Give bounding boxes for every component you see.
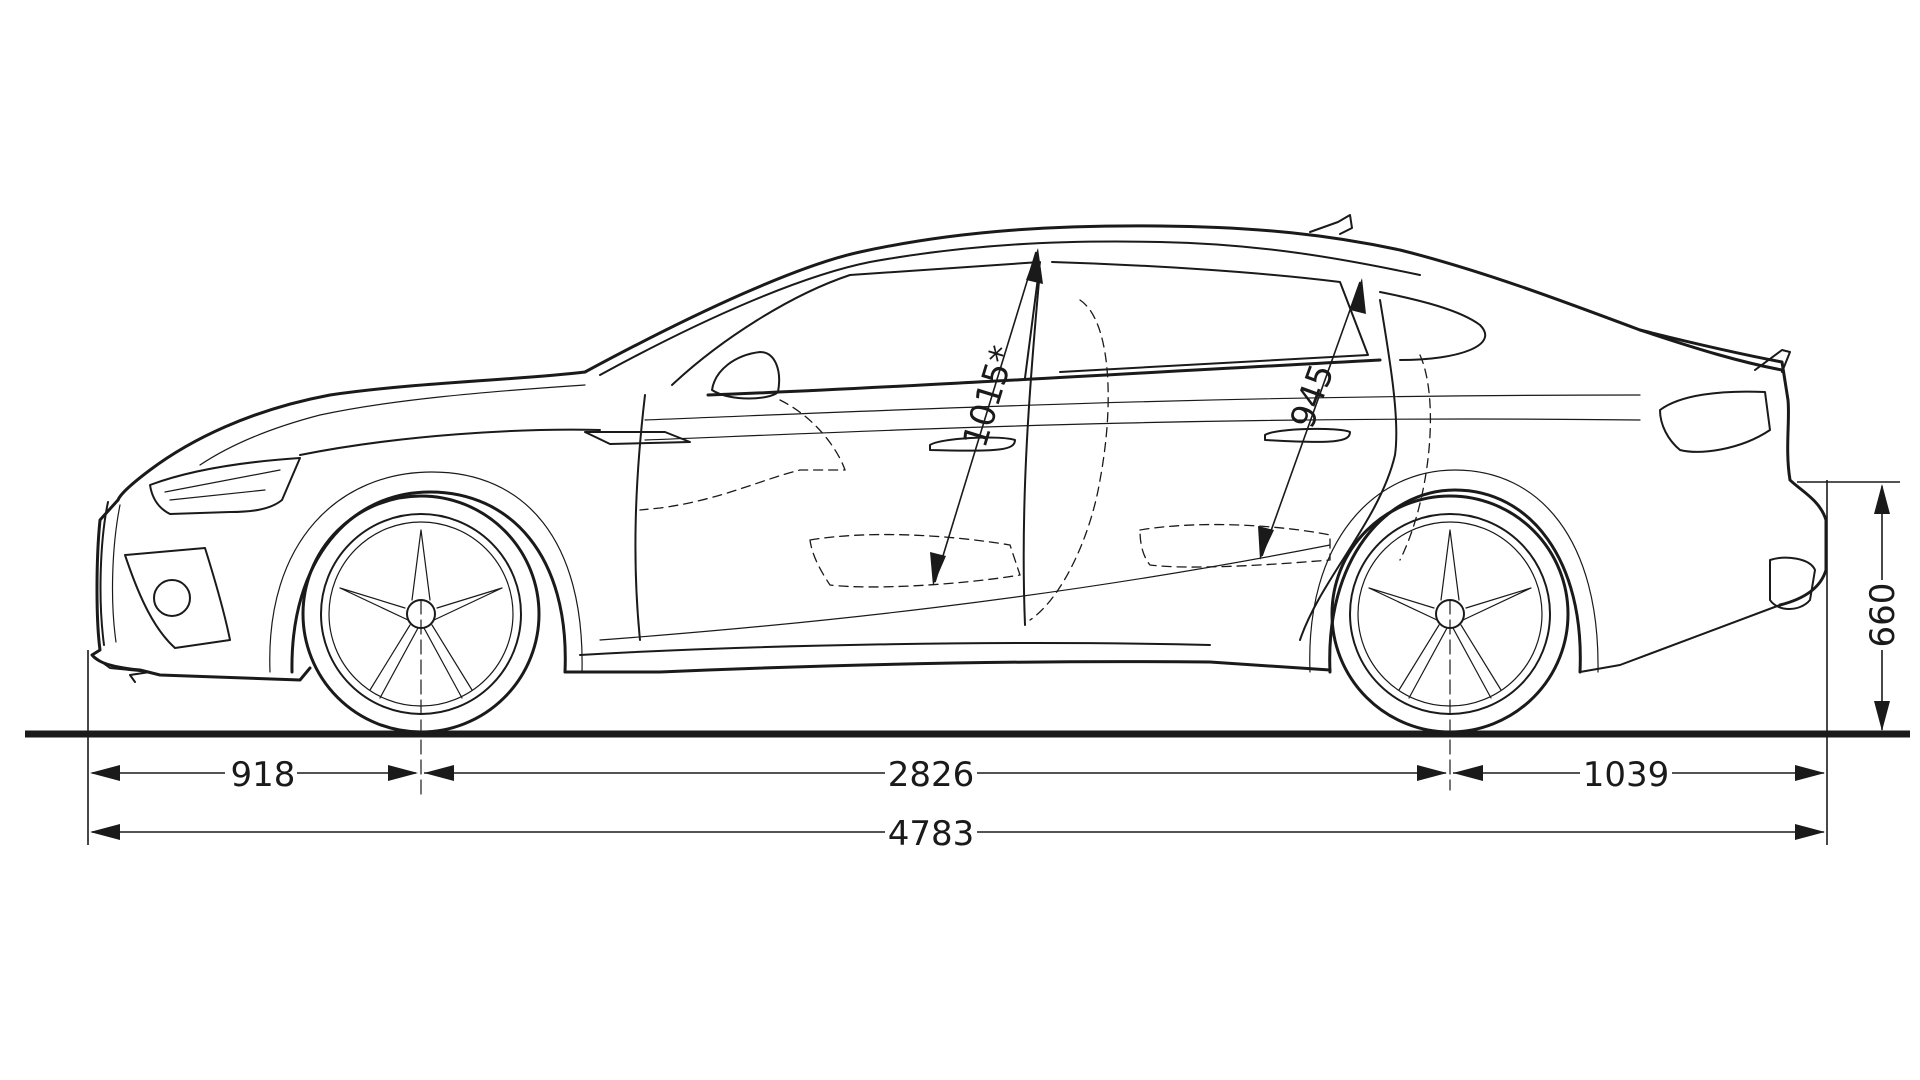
car-body-outline bbox=[90, 214, 1828, 683]
dimension-overall-length: 4783 bbox=[90, 811, 1825, 854]
label-load-edge-height: 660 bbox=[1863, 583, 1903, 648]
rear-wheel bbox=[1330, 494, 1570, 791]
seat-outlines bbox=[639, 299, 1432, 621]
dimension-load-edge-height: 660 bbox=[1797, 481, 1903, 731]
label-front-overhang: 918 bbox=[231, 755, 296, 795]
label-rear-headroom: 945 bbox=[1283, 359, 1343, 434]
dimension-front-headroom: 1015* bbox=[930, 248, 1043, 586]
dimension-wheelbase: 2826 bbox=[424, 752, 1447, 795]
label-rear-overhang: 1039 bbox=[1583, 755, 1670, 795]
dimension-rear-overhang: 1039 bbox=[1453, 752, 1825, 795]
label-front-headroom: 1015* bbox=[955, 341, 1024, 452]
dimension-front-overhang: 918 bbox=[90, 752, 418, 795]
front-wheel bbox=[301, 494, 541, 796]
label-overall-length: 4783 bbox=[888, 814, 975, 854]
label-wheelbase: 2826 bbox=[888, 755, 975, 795]
